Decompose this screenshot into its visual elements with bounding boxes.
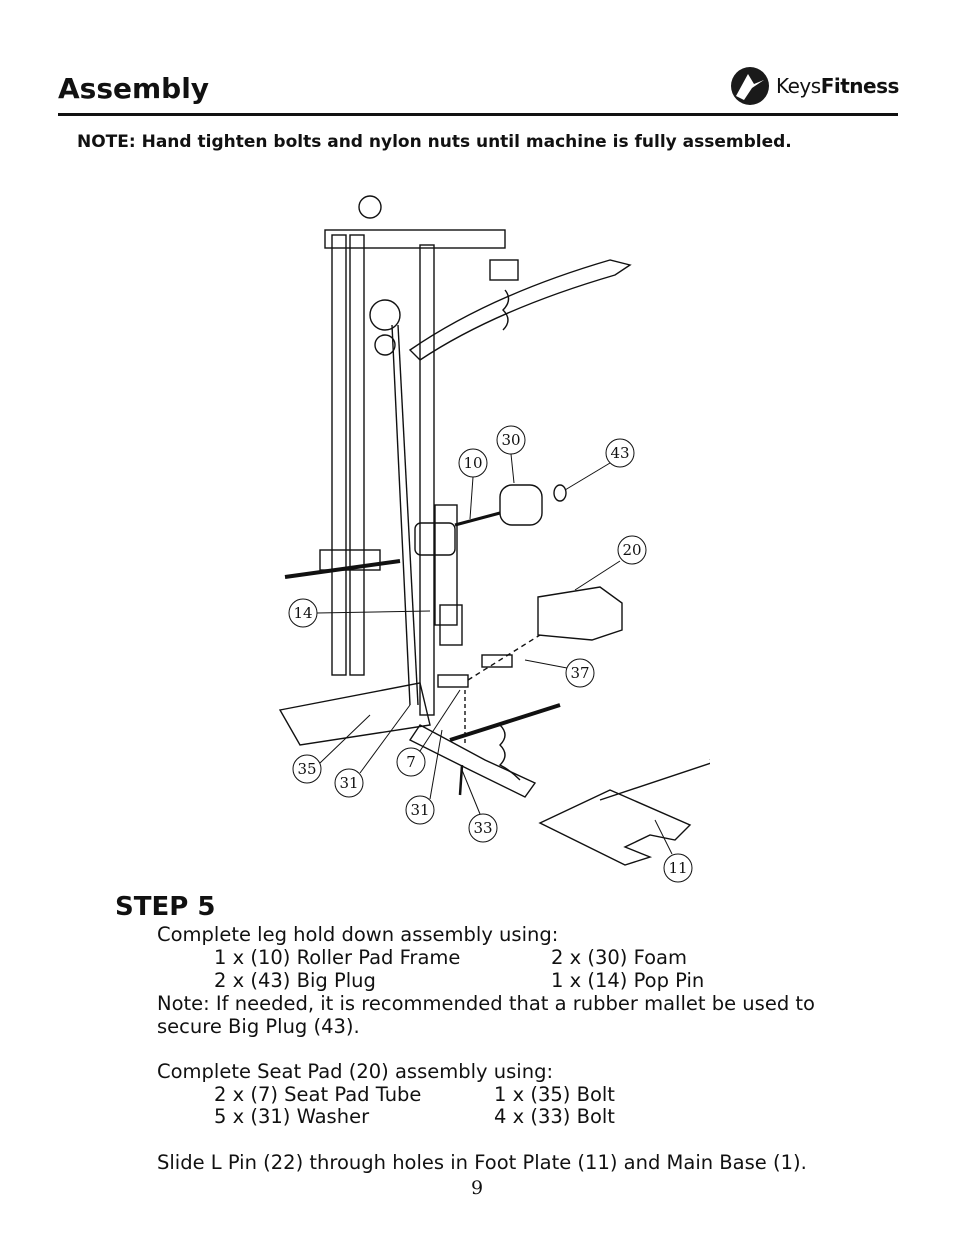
page-title: Assembly: [58, 72, 210, 105]
seat-item: 2 x (7) Seat Pad Tube: [214, 1083, 422, 1106]
leg-item: 2 x (43) Big Plug: [214, 969, 376, 992]
high-pulley: [369, 299, 401, 331]
callout-20: [617, 535, 647, 565]
callout-31b: [405, 795, 435, 825]
callout-label-7: 7: [406, 753, 416, 771]
brand-logo: KeysFitness: [730, 64, 900, 108]
callout-label-35: 35: [297, 760, 316, 778]
l-pin: [599, 762, 710, 801]
foot-plate: [538, 789, 692, 866]
callout-11: [663, 853, 693, 883]
seat-intro: Complete Seat Pad (20) assembly using:: [157, 1060, 554, 1083]
header-rule: [58, 113, 898, 116]
front-foot-bar: [449, 703, 561, 742]
callout-label-11: 11: [668, 859, 687, 877]
seat-tube-right: [481, 654, 513, 668]
main-base-front: [408, 724, 537, 798]
tower-post-mid: [349, 234, 365, 676]
lat-arm: [408, 259, 632, 361]
weight-carriage: [319, 549, 381, 571]
page-number: 9: [470, 1177, 484, 1199]
roller-pad: [414, 522, 456, 556]
callout-label-31a: 31: [339, 774, 358, 792]
tower-post-left: [331, 234, 347, 676]
leg-item: 2 x (30) Foam: [551, 946, 687, 969]
arm-bracket: [489, 259, 519, 281]
foam-roller: [499, 484, 543, 526]
callout-label-37: 37: [570, 664, 589, 682]
callout-label-43: 43: [610, 444, 629, 462]
callout-label-31b: 31: [410, 801, 429, 819]
seat-tube-left: [437, 674, 469, 688]
step-title: STEP 5: [115, 892, 216, 922]
callout-label-10: 10: [463, 454, 482, 472]
callout-label-33: 33: [473, 819, 492, 837]
pop-pin-housing: [439, 604, 463, 646]
callout-31a: [334, 768, 364, 798]
callout-label-20: 20: [622, 541, 641, 559]
callout-37: [565, 658, 595, 688]
leg-note-line-1: Note: If needed, it is recommended that …: [157, 992, 815, 1015]
callout-7: [396, 747, 426, 777]
keys-fitness-logo-icon: [731, 67, 769, 105]
leg-note-line-2: secure Big Plug (43).: [157, 1015, 360, 1038]
top-beam: [324, 229, 506, 249]
final-instruction: Slide L Pin (22) through holes in Foot P…: [157, 1151, 807, 1174]
seat-item: 1 x (35) Bolt: [494, 1083, 615, 1106]
leg-item: 1 x (14) Pop Pin: [551, 969, 705, 992]
callout-label-30: 30: [501, 431, 520, 449]
seat-item: 4 x (33) Bolt: [494, 1105, 615, 1128]
chain-upper: [502, 289, 510, 331]
big-plug: [553, 484, 567, 502]
main-base-rear: [278, 682, 431, 746]
seat-pad: [537, 586, 623, 641]
chain-lower: [498, 724, 521, 781]
callout-33: [468, 813, 498, 843]
callout-43: [605, 438, 635, 468]
assembly-diagram: 30 43 10 20 14 37 22 35 7 31 31 33 11: [278, 195, 710, 883]
assembly-note: NOTE: Hand tighten bolts and nylon nuts …: [77, 132, 792, 152]
leg-item: 1 x (10) Roller Pad Frame: [214, 946, 461, 969]
leg-intro: Complete leg hold down assembly using:: [157, 923, 559, 946]
top-pulley: [358, 195, 382, 219]
callout-35: [292, 754, 322, 784]
logo-text-keys: Keys: [776, 74, 821, 98]
lower-pulley: [374, 334, 396, 356]
logo-text-fitness: Fitness: [820, 74, 900, 98]
seat-item: 5 x (31) Washer: [214, 1105, 370, 1128]
callout-label-14: 14: [293, 604, 312, 622]
roller-frame-post: [434, 504, 458, 626]
tower-post-right: [419, 244, 435, 716]
